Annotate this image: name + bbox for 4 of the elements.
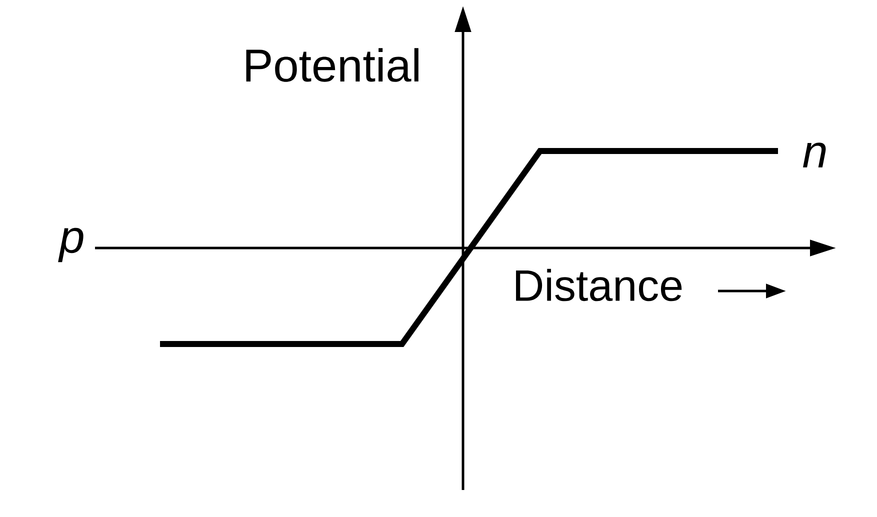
axis-label: Distance: [516, 268, 682, 302]
axis-label: Potential: [246, 48, 418, 82]
region-label: p: [58, 228, 84, 262]
region-label: n: [803, 142, 826, 168]
